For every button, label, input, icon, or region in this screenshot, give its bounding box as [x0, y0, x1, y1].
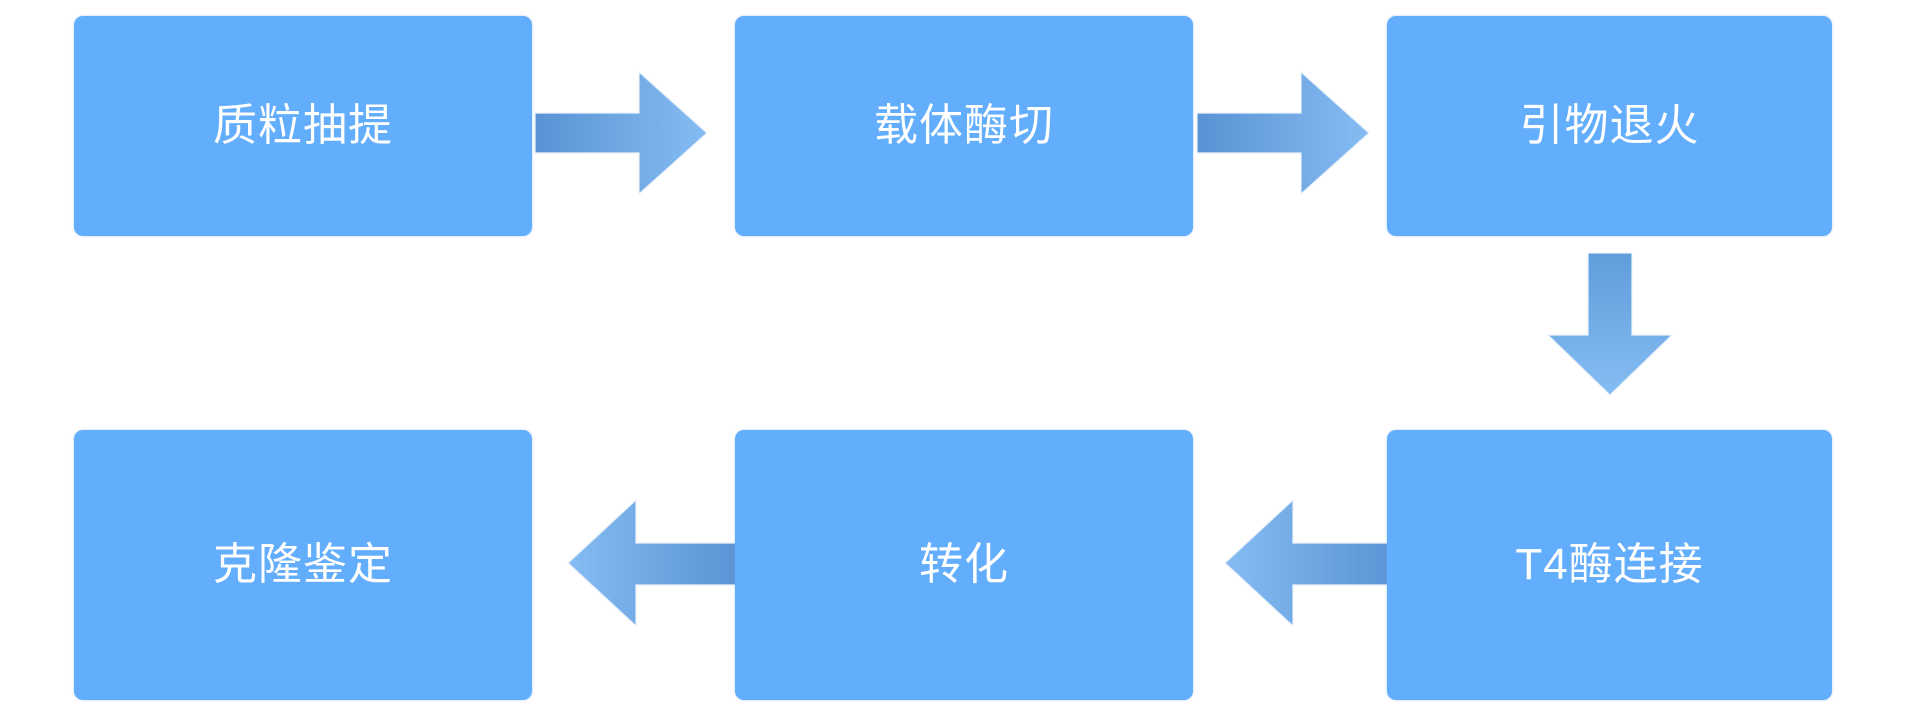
flow-node-t4-ligation[interactable]: T4酶连接	[1387, 430, 1832, 700]
flow-node-plasmid-extraction[interactable]: 质粒抽提	[74, 16, 532, 236]
flow-node-transformation[interactable]: 转化	[735, 430, 1193, 700]
flow-arrow-left-1	[1224, 498, 1398, 628]
flow-arrow-left-2	[567, 498, 741, 628]
flow-node-label: 转化	[919, 540, 1009, 589]
flow-node-label: T4酶连接	[1515, 540, 1704, 589]
flow-arrow-right-2	[1196, 70, 1370, 196]
flow-node-label: 载体酶切	[874, 101, 1054, 150]
flow-arrow-right-1	[534, 70, 708, 196]
flow-node-primer-annealing[interactable]: 引物退火	[1387, 16, 1832, 236]
flow-node-label: 质粒抽提	[213, 101, 393, 150]
flow-node-vector-digestion[interactable]: 载体酶切	[735, 16, 1193, 236]
flow-node-label: 克隆鉴定	[213, 540, 393, 589]
flow-node-clone-identification[interactable]: 克隆鉴定	[74, 430, 532, 700]
flow-arrow-down-1	[1546, 252, 1674, 396]
flow-node-label: 引物退火	[1519, 101, 1700, 150]
